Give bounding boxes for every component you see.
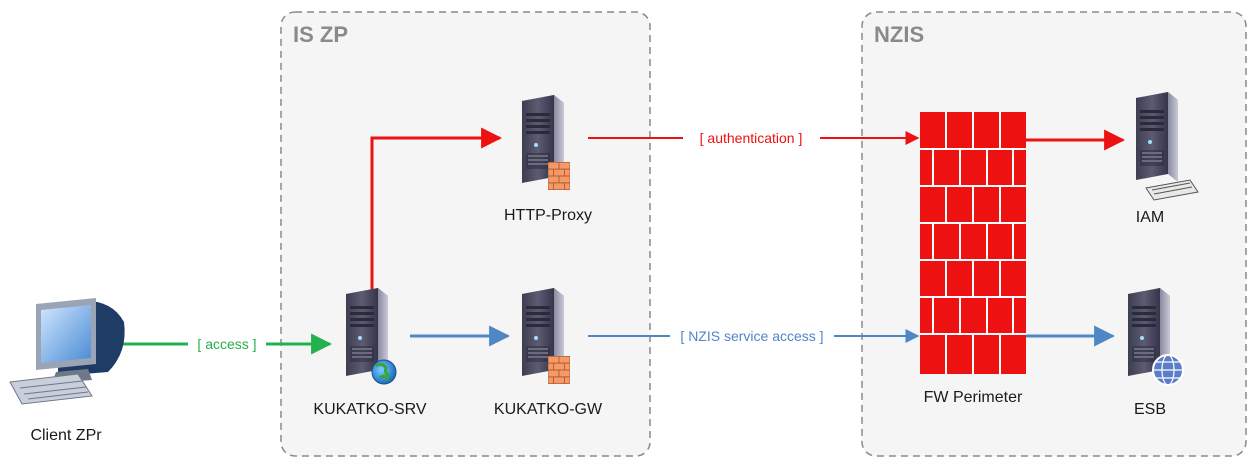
edge-authentication: [ authentication ] [588, 130, 920, 146]
node-kukatko-srv-label: KUKATKO-SRV [313, 401, 427, 418]
node-esb: ESB [1128, 288, 1184, 418]
zone-nzis: NZIS [861, 11, 1247, 457]
firewall-brick-icon [920, 112, 1026, 374]
zone-is-zp-label: IS ZP [293, 22, 348, 47]
node-iam-label: IAM [1136, 209, 1164, 226]
firewall-mini-icon [548, 162, 570, 190]
directory-icon [1145, 179, 1199, 201]
node-iam: IAM [1136, 92, 1199, 226]
firewall-mini-icon [548, 356, 570, 384]
node-kukatko-srv: KUKATKO-SRV [313, 288, 427, 418]
desktop-computer-icon [9, 298, 125, 405]
edge-access-label: [ access ] [197, 336, 256, 352]
node-kukatko-gw-label: KUKATKO-GW [494, 401, 603, 418]
node-fw-perimeter-label: FW Perimeter [924, 389, 1023, 406]
edge-nzis-service: [ NZIS service access ] [588, 328, 920, 344]
edge-nzis-service-label: [ NZIS service access ] [680, 328, 823, 344]
server-icon [1136, 92, 1178, 182]
network-globe-icon [1152, 354, 1184, 386]
globe-icon [371, 359, 397, 385]
node-http-proxy-label: HTTP-Proxy [504, 207, 592, 224]
node-client: Client ZPr [9, 298, 125, 444]
node-fw-perimeter: FW Perimeter [920, 112, 1026, 406]
node-client-label: Client ZPr [30, 427, 102, 444]
edge-authentication-srv-to-proxy [370, 127, 503, 290]
edge-access: [ access ] [121, 333, 333, 355]
node-kukatko-gw: KUKATKO-GW [494, 288, 603, 418]
zone-is-zp: IS ZP [280, 11, 651, 457]
edge-authentication-label: [ authentication ] [700, 130, 803, 146]
node-http-proxy: HTTP-Proxy [504, 95, 592, 224]
node-esb-label: ESB [1134, 401, 1166, 418]
zone-nzis-label: NZIS [874, 22, 924, 47]
